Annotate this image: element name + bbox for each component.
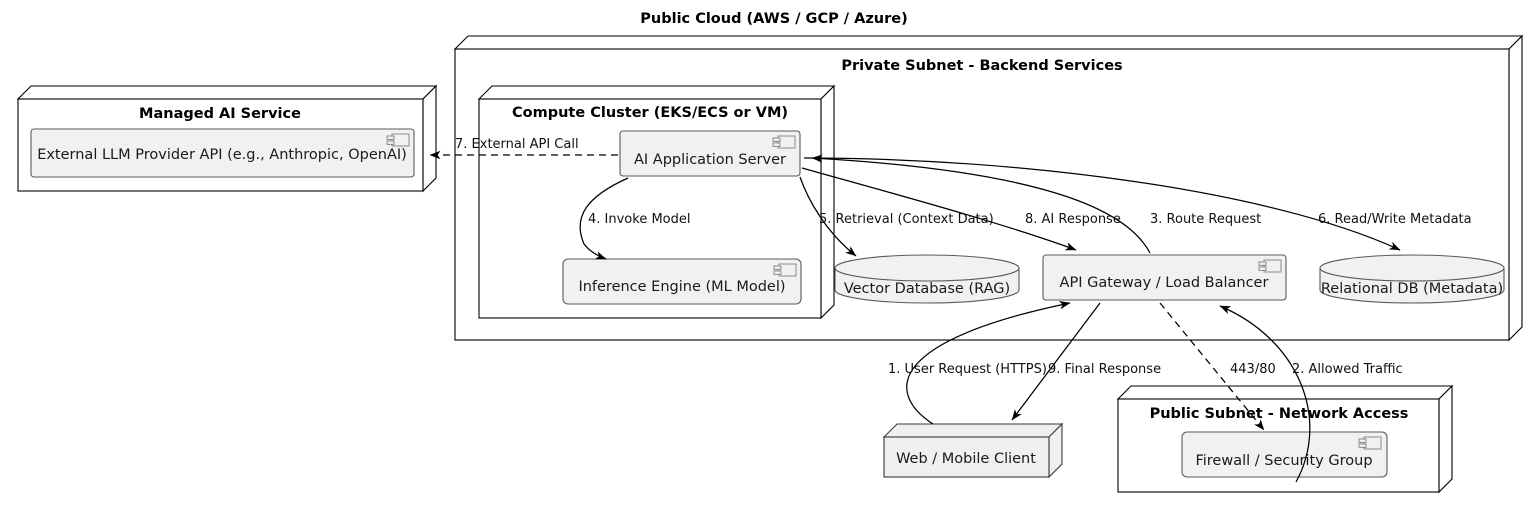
- edge-443-80-label: 443/80: [1230, 362, 1276, 377]
- node-compute-cluster-label: Compute Cluster (EKS/ECS or VM): [512, 105, 788, 121]
- uml-component-icon: [386, 133, 410, 147]
- component-firewall-security-group-label: Firewall / Security Group: [1195, 453, 1372, 469]
- edge-6-read-write-metadata-label: 6. Read/Write Metadata: [1318, 212, 1472, 227]
- edge-2-allowed-traffic: 2. Allowed Traffic: [1219, 305, 1403, 483]
- uml-component-icon: [773, 263, 797, 277]
- node-public-subnet-label: Public Subnet - Network Access: [1150, 406, 1409, 422]
- component-api-gateway[interactable]: API Gateway / Load Balancer: [1042, 254, 1287, 301]
- database-relational-db-label: Relational DB (Metadata): [1321, 281, 1503, 297]
- component-inference-engine-label: Inference Engine (ML Model): [578, 279, 785, 295]
- node-web-mobile-client-label: Web / Mobile Client: [896, 451, 1036, 467]
- component-inference-engine[interactable]: Inference Engine (ML Model): [562, 258, 802, 305]
- edge-5-retrieval-context-data: 5. Retrieval (Context Data): [799, 176, 994, 257]
- edge-8-ai-response-label: 8. AI Response: [1025, 212, 1121, 227]
- database-relational-db[interactable]: Relational DB (Metadata): [1319, 254, 1505, 304]
- component-external-llm-provider-api-label: External LLM Provider API (e.g., Anthrop…: [37, 147, 407, 163]
- node-private-subnet-label: Private Subnet - Backend Services: [841, 58, 1122, 74]
- edge-4-invoke-model-label: 4. Invoke Model: [588, 212, 690, 227]
- edge-3-route-request-label: 3. Route Request: [1150, 212, 1261, 227]
- edge-7-external-api-call-label: 7. External API Call: [455, 137, 579, 152]
- edge-9-final-response-label: 9. Final Response: [1048, 362, 1161, 377]
- database-vector-database[interactable]: Vector Database (RAG): [834, 254, 1020, 304]
- edge-1-user-request-label: 1. User Request (HTTPS): [888, 362, 1047, 377]
- component-ai-application-server-label: AI Application Server: [634, 152, 786, 168]
- uml-component-icon: [772, 135, 796, 149]
- edge-7-external-api-call: 7. External API Call: [429, 137, 618, 160]
- edge-6-read-write-metadata: 6. Read/Write Metadata: [803, 157, 1472, 251]
- node-web-mobile-client[interactable]: Web / Mobile Client: [882, 422, 1064, 479]
- edge-443-80: 443/80: [1159, 302, 1276, 431]
- component-external-llm-provider-api[interactable]: External LLM Provider API (e.g., Anthrop…: [30, 128, 415, 178]
- component-firewall-security-group[interactable]: Firewall / Security Group: [1181, 431, 1388, 478]
- component-ai-application-server[interactable]: AI Application Server: [619, 130, 801, 177]
- diagram-title: Public Cloud (AWS / GCP / Azure): [640, 11, 907, 27]
- edge-2-allowed-traffic-label: 2. Allowed Traffic: [1292, 362, 1403, 377]
- edge-4-invoke-model: 4. Invoke Model: [579, 177, 690, 260]
- uml-component-icon: [1258, 259, 1282, 273]
- edge-3-route-request: 3. Route Request: [811, 154, 1261, 254]
- edge-8-ai-response: 8. AI Response: [801, 167, 1121, 251]
- edge-9-final-response: 9. Final Response: [1011, 302, 1161, 421]
- uml-component-icon: [1358, 436, 1382, 450]
- edge-1-user-request: 1. User Request (HTTPS): [888, 301, 1071, 425]
- edge-5-retrieval-context-data-label: 5. Retrieval (Context Data): [819, 212, 994, 227]
- component-api-gateway-label: API Gateway / Load Balancer: [1060, 275, 1269, 291]
- database-vector-database-label: Vector Database (RAG): [844, 281, 1010, 297]
- node-managed-ai-service-label: Managed AI Service: [139, 106, 301, 122]
